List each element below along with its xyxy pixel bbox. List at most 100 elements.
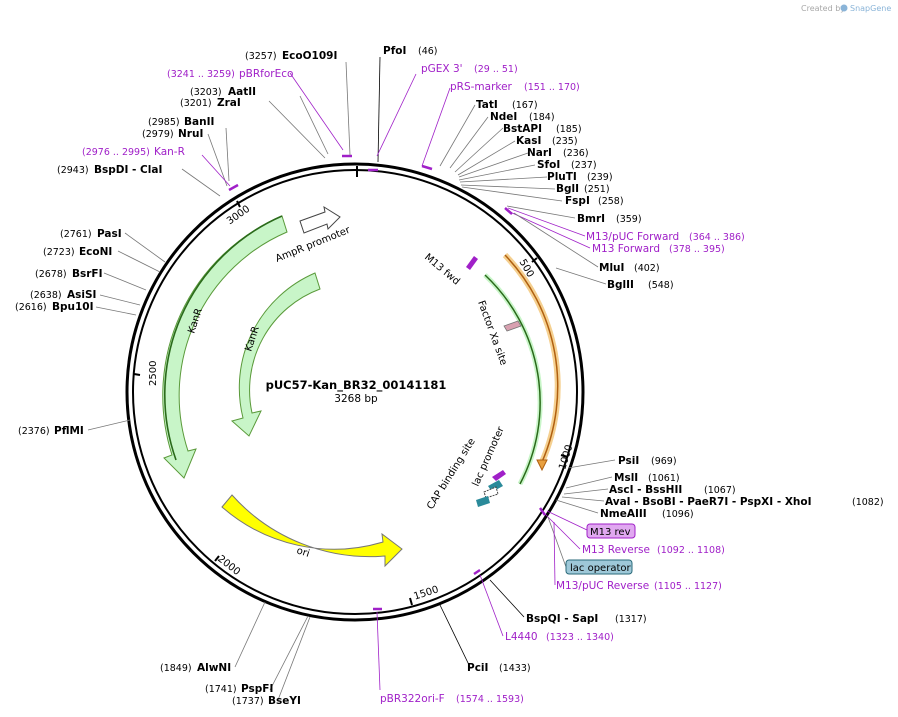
enzyme-pos: (1096) <box>662 509 694 520</box>
tick-mark <box>531 257 538 263</box>
enzyme-name[interactable]: PasI <box>97 228 122 240</box>
enzyme-pos: (2979) <box>142 129 174 140</box>
enzyme-pos: (1433) <box>499 663 531 674</box>
enzyme-name[interactable]: AscI - BssHII <box>609 484 682 496</box>
enzyme-name[interactable]: BstAPI <box>503 123 542 135</box>
primer-name[interactable]: pGEX 3' <box>421 63 463 75</box>
lac-operator-box[interactable] <box>565 559 633 575</box>
enzyme-name[interactable]: PfoI <box>383 45 406 57</box>
kanr-outer-arrow <box>162 215 288 479</box>
tick-mark <box>214 555 220 562</box>
enzyme-name[interactable]: EcoO109I <box>282 50 337 62</box>
cap-site-label: CAP binding site <box>425 437 478 512</box>
enzyme-pos: (184) <box>529 112 555 123</box>
enzyme-name[interactable]: KasI <box>516 135 541 147</box>
enzyme-pos: (185) <box>556 124 582 135</box>
enzyme-pos: (167) <box>512 100 538 111</box>
enzyme-name[interactable]: BmrI <box>577 213 605 225</box>
enzyme-name[interactable]: BseYI <box>268 695 301 707</box>
enzyme-name[interactable]: TatI <box>476 99 498 111</box>
tick-mark <box>236 200 241 208</box>
enzyme-name[interactable]: PluTI <box>547 171 577 183</box>
enzyme-name[interactable]: BglI <box>556 183 579 195</box>
enzyme-name[interactable]: EcoNI <box>79 246 112 258</box>
enzyme-name[interactable]: AlwNI <box>197 662 231 674</box>
backbone-inner-ring <box>132 169 578 615</box>
enzyme-pos: (1741) <box>205 684 237 695</box>
tick-mark <box>409 597 413 606</box>
lac-primer-marker <box>492 470 506 481</box>
primer-name[interactable]: M13/pUC Forward <box>586 231 679 243</box>
enzyme-labels: PfoI (46) (3257) EcoO109I (3203) AatII (… <box>15 45 884 707</box>
primer-name[interactable]: pBRforEco <box>239 68 293 80</box>
primer-name[interactable]: L4440 <box>505 631 538 643</box>
enzyme-pos: (548) <box>648 280 674 291</box>
enzyme-pos: (2943) <box>57 165 89 176</box>
enzyme-name[interactable]: PciI <box>467 662 488 674</box>
primer-pos: (29 .. 51) <box>474 64 518 75</box>
enzyme-name[interactable]: FspI <box>565 195 590 207</box>
enzyme-name[interactable]: BanII <box>184 116 214 128</box>
enzyme-name[interactable]: MslI <box>614 472 638 484</box>
lac-operator-label: lac operator <box>570 563 631 574</box>
enzyme-pos: (239) <box>587 172 613 183</box>
enzyme-name[interactable]: NdeI <box>490 111 517 123</box>
enzyme-name[interactable]: ZraI <box>217 97 241 109</box>
primer-pos: (2976 .. 2995) <box>82 147 150 158</box>
primer-mark <box>504 207 513 215</box>
primer-mark <box>228 183 239 192</box>
ori-arrow <box>221 494 403 568</box>
enzyme-name[interactable]: BsrFI <box>72 268 103 280</box>
enzyme-name[interactable]: AatII <box>228 86 256 98</box>
enzyme-pos: (1067) <box>704 485 736 496</box>
enzyme-pos: (2616) <box>15 302 47 313</box>
m13-rev-box[interactable] <box>586 523 636 539</box>
primer-pos: (364 .. 386) <box>689 232 745 243</box>
credit-text: Created by <box>801 4 845 13</box>
tick-mark <box>133 373 141 376</box>
tick-mark <box>560 454 568 458</box>
primer-name[interactable]: pRS-marker <box>450 81 513 93</box>
enzyme-name[interactable]: BspQI - SapI <box>526 613 598 625</box>
primer-pos: (3241 .. 3259) <box>167 69 235 80</box>
enzyme-pos: (237) <box>571 160 597 171</box>
primer-name[interactable]: Kan-R <box>154 146 185 158</box>
enzyme-name[interactable]: PflMI <box>54 425 84 437</box>
enzyme-name[interactable]: NruI <box>178 128 203 140</box>
lac-promoter-marker <box>483 486 499 499</box>
enzyme-name[interactable]: NarI <box>527 147 552 159</box>
enzyme-name[interactable]: PspFI <box>241 683 273 695</box>
m13-fwd-marker <box>466 256 478 270</box>
enzyme-name[interactable]: BglII <box>607 279 634 291</box>
cap-site-marker <box>476 496 490 507</box>
enzyme-name[interactable]: MluI <box>599 262 624 274</box>
enzyme-pos: (46) <box>418 46 438 57</box>
primer-pos: (1105 .. 1127) <box>654 581 722 592</box>
enzyme-pos: (258) <box>598 196 624 207</box>
enzyme-name[interactable]: SfoI <box>537 159 560 171</box>
primer-name[interactable]: M13 Forward <box>592 243 660 255</box>
enzyme-name[interactable]: AvaI - BsoBI - PaeR7I - PspXI - XhoI <box>605 496 812 508</box>
ampr-promoter-arrow <box>299 205 341 234</box>
primer-pos: (1092 .. 1108) <box>657 545 725 556</box>
factor-xa-marker <box>503 320 522 332</box>
enzyme-pos: (251) <box>584 184 610 195</box>
enzyme-name[interactable]: AsiSI <box>67 289 96 301</box>
enzyme-name[interactable]: BspDI - ClaI <box>94 164 162 176</box>
enzyme-name[interactable]: NmeAIII <box>600 508 647 520</box>
plasmid-size: 3268 bp <box>334 393 378 405</box>
enzyme-pos: (3203) <box>190 87 222 98</box>
primer-name[interactable]: M13 Reverse <box>582 544 650 556</box>
tick-label: 1500 <box>412 584 440 602</box>
primer-name[interactable]: M13/pUC Reverse <box>556 580 649 592</box>
primer-name[interactable]: pBR322ori-F <box>380 693 445 705</box>
enzyme-name[interactable]: PsiI <box>618 455 639 467</box>
enzyme-name[interactable]: Bpu10I <box>52 301 94 313</box>
snapgene-logo-icon <box>840 4 848 12</box>
enzyme-pos: (2761) <box>60 229 92 240</box>
enzyme-pos: (3201) <box>180 98 212 109</box>
enzyme-pos: (1061) <box>648 473 680 484</box>
tick-label: 3000 <box>225 204 252 228</box>
lac-promoter-label: lac promoter <box>471 424 507 488</box>
enzyme-pos: (235) <box>552 136 578 147</box>
